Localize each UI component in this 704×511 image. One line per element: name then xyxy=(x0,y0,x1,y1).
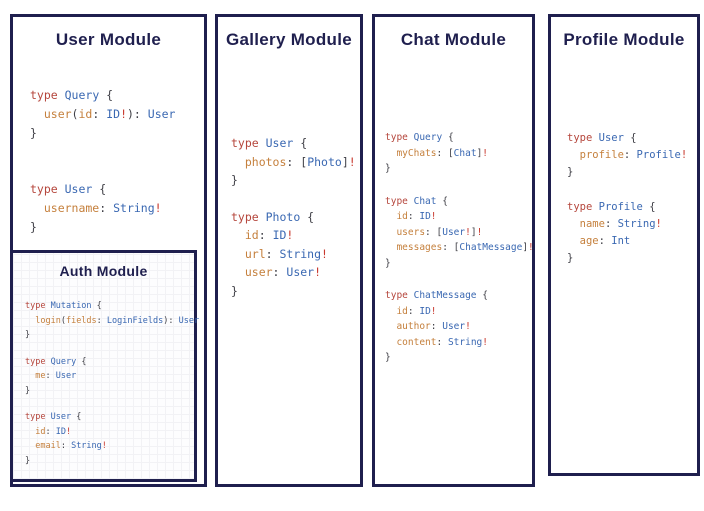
code-block-chat-module: type Query { myChats: [Chat]!}type Chat … xyxy=(385,130,534,366)
code-line: } xyxy=(385,352,391,363)
code-line: id: ID! xyxy=(385,211,437,222)
code-line: type ChatMessage { xyxy=(385,290,488,301)
type-definition: type User { id: ID! email: String!} xyxy=(25,410,194,468)
code-line: } xyxy=(30,126,37,140)
code-line: type User { xyxy=(567,132,637,144)
code-line: email: String! xyxy=(25,441,107,451)
code-line: me: User xyxy=(25,371,77,381)
type-definition: type User { profile: Profile!} xyxy=(567,130,697,181)
code-block-auth-module: type Mutation { login(fields: LoginField… xyxy=(25,299,200,468)
code-line: type Mutation { xyxy=(25,301,102,311)
code-line: messages: [ChatMessage]! xyxy=(385,242,534,253)
code-line: content: String! xyxy=(385,336,488,348)
code-line: users: [User!]! xyxy=(385,226,483,238)
type-definition: type Mutation { login(fields: LoginField… xyxy=(25,299,200,343)
panel-title-chat-module: Chat Module xyxy=(400,30,507,49)
code-line: type Query { xyxy=(385,132,454,143)
panel-chat-module: Chat Module type Query { myChats: [Chat]… xyxy=(372,14,535,487)
code-line: login(fields: LoginFields): User xyxy=(25,315,200,326)
code-line: type User { xyxy=(25,412,82,422)
code-line: type Query { xyxy=(30,88,114,102)
panel-title-gallery-module: Gallery Module xyxy=(225,30,353,49)
code-line: type Query { xyxy=(25,356,87,367)
code-line: type Chat { xyxy=(385,195,448,207)
panel-title-user-module: User Module xyxy=(55,30,162,49)
code-line: } xyxy=(231,173,238,187)
panel-title-auth-module: Auth Module xyxy=(59,263,148,279)
code-line: } xyxy=(25,330,31,340)
code-block-profile-module: type User { profile: Profile!}type Profi… xyxy=(567,130,697,267)
code-line: url: String! xyxy=(231,246,328,261)
code-line: user(id: ID!): User xyxy=(30,107,176,121)
panel-gallery-module: Gallery Module type User { photos: [Phot… xyxy=(215,14,363,487)
type-definition: type User { username: String!} xyxy=(30,180,204,237)
code-line: id: ID! xyxy=(25,426,72,437)
code-line: } xyxy=(567,252,574,264)
code-line: } xyxy=(25,455,31,466)
code-line: type Photo { xyxy=(231,209,315,224)
code-line: } xyxy=(30,220,37,234)
code-line: } xyxy=(385,163,391,174)
type-definition: type Profile { name: String! age: Int} xyxy=(567,199,697,267)
type-definition: type Query { me: User} xyxy=(25,355,194,399)
code-block-user-module: type Query { user(id: ID!): User}type Us… xyxy=(30,86,204,237)
code-line: username: String! xyxy=(30,201,162,215)
code-line: } xyxy=(25,385,31,396)
type-definition: type Query { myChats: [Chat]!} xyxy=(385,130,532,177)
code-line: photos: [Photo]! xyxy=(231,154,356,169)
code-line: id: ID! xyxy=(385,305,437,317)
code-line: } xyxy=(231,283,238,298)
code-line: } xyxy=(567,166,574,178)
code-line: type User { xyxy=(30,182,107,196)
type-definition: type User { photos: [Photo]!} xyxy=(231,134,360,190)
code-line: name: String! xyxy=(567,218,662,230)
code-line: id: ID! xyxy=(231,228,294,242)
code-line: myChats: [Chat]! xyxy=(385,147,489,159)
code-line: type User { xyxy=(231,136,308,150)
code-block-gallery-module: type User { photos: [Photo]!}type Photo … xyxy=(231,134,360,300)
type-definition: type ChatMessage { id: ID! author: User!… xyxy=(385,288,532,366)
code-line: profile: Profile! xyxy=(567,149,688,161)
code-line: author: User! xyxy=(385,321,471,332)
type-definition: type Query { user(id: ID!): User} xyxy=(30,86,204,143)
type-definition: type Chat { id: ID! users: [User!]! mess… xyxy=(385,194,534,272)
panel-auth-module: Auth Module type Mutation { login(fields… xyxy=(10,250,200,482)
type-definition: type Photo { id: ID! url: String! user: … xyxy=(231,208,360,301)
code-line: } xyxy=(385,257,391,269)
code-line: user: User! xyxy=(231,265,322,279)
code-line: age: Int xyxy=(567,235,631,247)
panel-profile-module: Profile Module type User { profile: Prof… xyxy=(548,14,700,476)
panel-title-profile-module: Profile Module xyxy=(563,30,685,49)
code-line: type Profile { xyxy=(567,201,656,213)
